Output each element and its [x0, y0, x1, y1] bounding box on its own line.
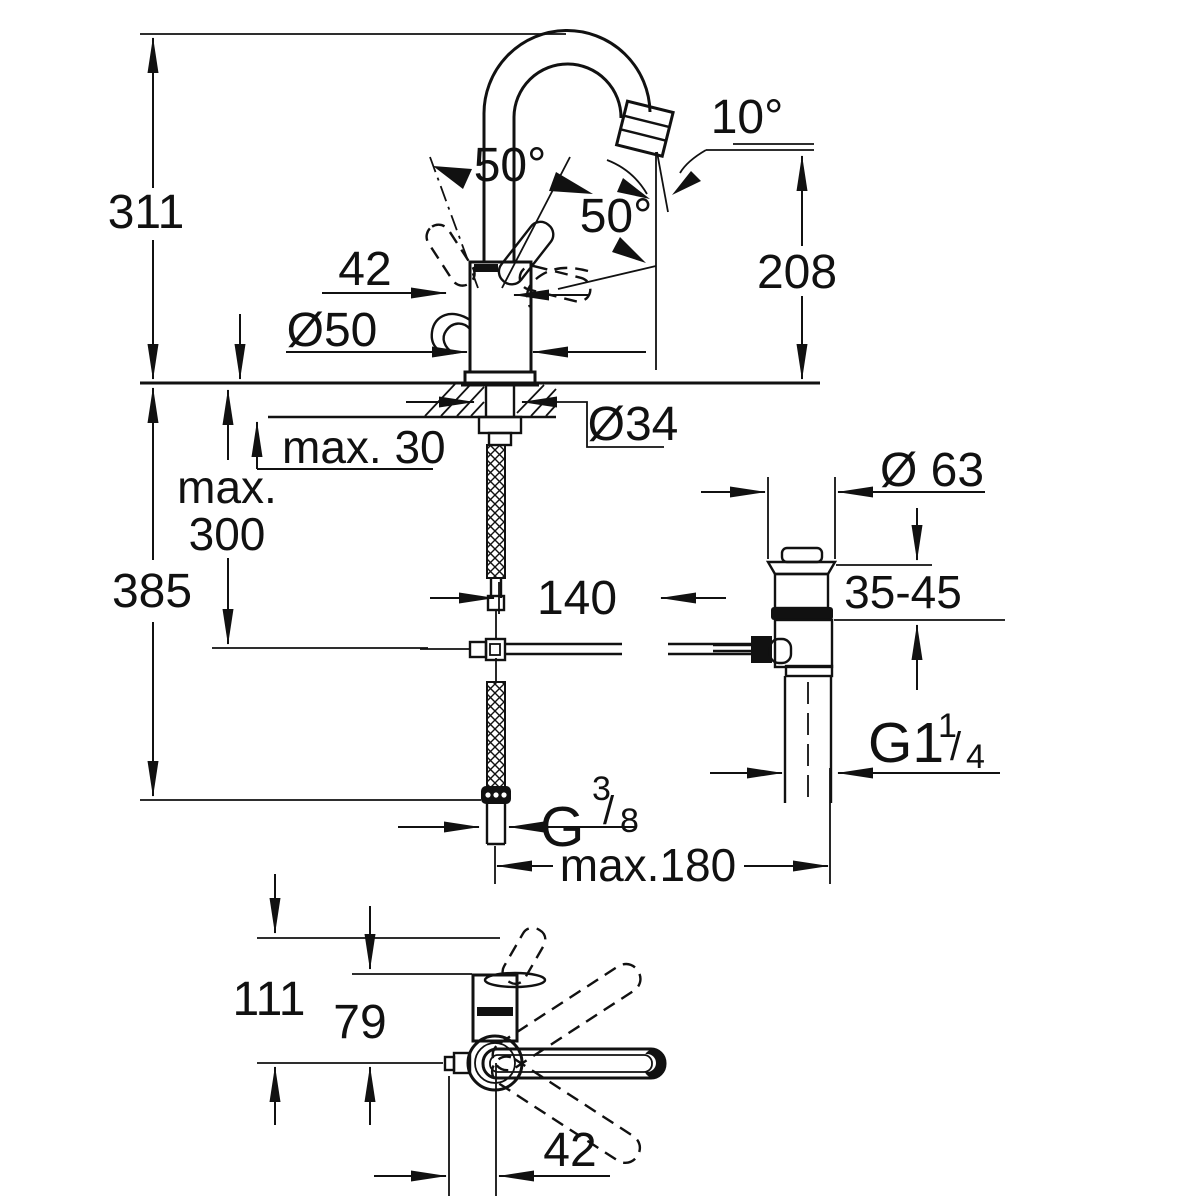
handle-width-label: 42: [338, 243, 391, 296]
tilt-arc: [679, 149, 707, 174]
supply-thread-label: G 3 / 8: [540, 770, 639, 859]
o34-leader: [553, 401, 664, 448]
top-view: 111 79 42: [233, 874, 667, 1196]
spout-projection-label: 140: [537, 572, 617, 625]
supply-thread-numerator: 3: [592, 770, 611, 808]
spout-outlet-height-label: 208: [757, 246, 837, 299]
total-drop-label: 385: [112, 565, 192, 618]
spout-dashed-lower: [490, 1055, 642, 1165]
supply-hose-upper: [486, 444, 506, 640]
handle-swivel-left-line: [429, 156, 479, 289]
drain-view: Ø 63 35-45 G1 1 / 4: [701, 444, 1005, 803]
max-hose-drop-label-2: 300: [189, 508, 266, 560]
topview-faucet: [443, 926, 667, 1165]
spout-dashed-position: [525, 266, 589, 308]
spout-swivel-arc: [606, 159, 648, 195]
mounting-hole-diameter-label: Ø34: [588, 398, 679, 451]
handle-swivel-arrow-right: [549, 172, 593, 194]
side-view: 50° 50° 10° 311 208 42 Ø50: [108, 29, 837, 891]
mounting-shank: [477, 384, 523, 447]
deck-hatching: [424, 383, 557, 417]
flange-diameter-label: Ø 63: [880, 444, 984, 497]
spout-swivel-arrow-lower: [612, 237, 646, 263]
drain-thread-main: G1: [868, 711, 944, 775]
spout-tilt-angle-label: 10°: [711, 91, 784, 144]
spout-solid: [481, 1047, 667, 1080]
drain-thread-numerator: 1: [938, 707, 957, 745]
spout-axis-offset-label: 42: [543, 1124, 596, 1177]
drain-thread-label: G1 1 / 4: [868, 707, 985, 776]
spout-tip: [614, 99, 675, 159]
pop-up-rod: [420, 637, 752, 662]
handle-swivel-arrow-left: [433, 166, 472, 189]
drain-outline: [713, 546, 838, 803]
tilt-arrow: [672, 171, 701, 195]
supply-thread-slash: /: [603, 789, 615, 833]
max-rod-reach-label: max.180: [560, 839, 736, 891]
spout-dashed-upper: [491, 962, 642, 1072]
handle-dashed-left: [425, 223, 476, 287]
handle-solid: [497, 220, 555, 286]
spout-swivel-boundary-line: [557, 265, 657, 290]
supply-thread-letter: G: [540, 795, 584, 859]
max-hose-drop-label-1: max.: [177, 461, 277, 513]
drain-thread-slash: /: [950, 725, 962, 769]
supply-thread-denominator: 8: [620, 802, 639, 840]
drain-thread-denominator: 4: [966, 738, 985, 776]
faucet-outline: [430, 29, 675, 387]
supply-hose-lower: [481, 658, 511, 846]
rod-pin: [443, 1055, 456, 1072]
deck-thickness-range-label: 35-45: [844, 566, 962, 618]
spout-swivel-arrow-upper: [617, 178, 650, 199]
spout-swivel-angle-label: 50°: [580, 190, 653, 243]
handle-swivel-angle-label: 50°: [474, 139, 547, 192]
total-depth-label: 111: [233, 973, 306, 1026]
max-deck-thickness-label: max. 30: [282, 421, 446, 473]
spout-tilted-axis-line: [656, 151, 669, 213]
overall-height-label: 311: [108, 186, 185, 239]
body-diameter-label: Ø50: [287, 304, 378, 357]
body-depth-label: 79: [333, 996, 386, 1049]
